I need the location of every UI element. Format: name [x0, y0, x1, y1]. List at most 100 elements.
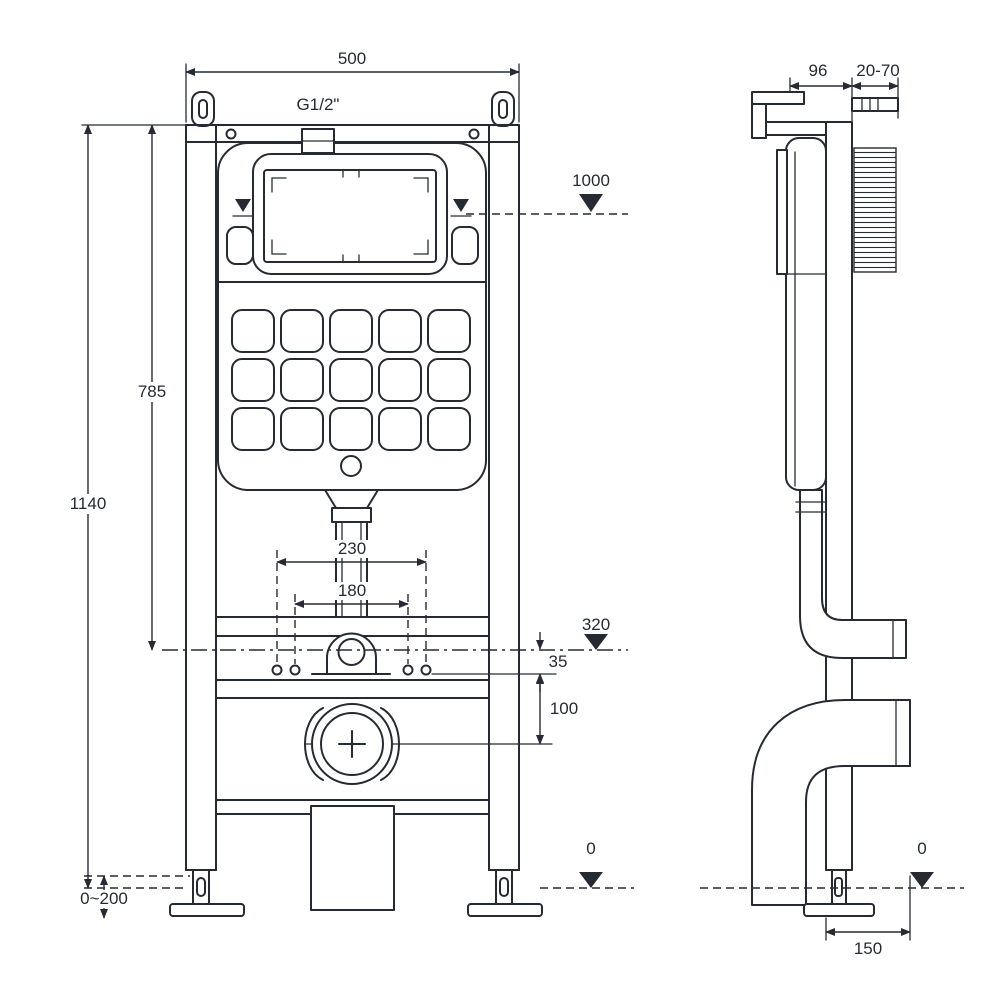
level-marker-icon	[579, 872, 603, 888]
dim-label-axis-gap: 35	[549, 652, 568, 671]
window-corner-mark-tl	[271, 177, 287, 193]
tank-pad	[280, 309, 324, 353]
cistern-side-profile	[776, 137, 827, 491]
front-dimensions: 500 G1/2" 1000 1140 785 320	[65, 49, 634, 919]
tank-pad	[378, 358, 422, 402]
label-mask	[333, 540, 371, 558]
dim-label-fixing-inner: 180	[338, 581, 366, 600]
pan-outlet-bore	[320, 712, 384, 776]
wall-bracket	[851, 97, 899, 273]
foot-slot-left	[196, 877, 206, 897]
side-clip-right	[451, 226, 479, 265]
outlet-bend-fitting	[271, 632, 432, 676]
pan-outlet	[304, 703, 553, 785]
tank-pad	[329, 309, 373, 353]
foot-plate-side	[803, 903, 875, 917]
level-marker-icon	[910, 872, 934, 888]
foot-slot-side	[834, 877, 843, 897]
fixing-hole	[289, 664, 301, 676]
foot-side	[803, 869, 875, 917]
bracket-rod	[851, 97, 899, 112]
button-panel-side	[776, 149, 788, 275]
foot-plate-right	[467, 903, 543, 917]
dim-label-wall-distance: 20-70	[856, 61, 899, 80]
fixing-hole	[420, 664, 432, 676]
frame-rail-left	[185, 124, 217, 871]
level-marker-icon	[579, 194, 603, 212]
screw-head-left	[225, 128, 237, 140]
dim-label-inlet-thread: G1/2"	[297, 95, 340, 114]
dim-label-floor-side: 0	[917, 839, 926, 858]
tank-side-outline	[785, 137, 827, 491]
tank-pad	[378, 407, 422, 451]
cistern-tank	[217, 128, 487, 491]
label-mask	[333, 582, 371, 600]
access-window-opening	[263, 169, 437, 263]
access-window-frame	[252, 153, 448, 275]
fixing-hole	[271, 664, 283, 676]
tank-pad	[427, 407, 471, 451]
dim-label-fixing-outer: 230	[338, 539, 366, 558]
pan-outlet-clip-left	[304, 707, 324, 781]
soil-elbow-body	[751, 699, 911, 906]
crossbar-middle	[215, 679, 490, 699]
tank-drain-port	[340, 455, 362, 477]
tank-pad	[231, 309, 275, 353]
soil-pipe-elbow	[751, 699, 911, 906]
drain-box	[310, 805, 395, 911]
wall-section-hatch	[853, 147, 897, 273]
tank-pad	[329, 358, 373, 402]
tank-pad	[231, 407, 275, 451]
flush-pipe-funnel	[324, 489, 379, 509]
dim-label-feet-adjust: 0~200	[80, 889, 128, 908]
front-view: 500 G1/2" 1000 1140 785 320	[65, 49, 634, 919]
outlet-bend-socket	[337, 638, 366, 666]
tank-pad	[280, 407, 324, 451]
adjustable-feet	[169, 869, 543, 917]
dim-label-frame-depth: 150	[854, 939, 882, 958]
dim-label-button-depth: 96	[809, 61, 828, 80]
foot-slot-right	[499, 877, 509, 897]
dim-label-frame-height: 1140	[70, 494, 107, 513]
tank-pad	[329, 407, 373, 451]
dim-label-button-height: 1000	[572, 171, 610, 190]
window-corner-mark-bl	[271, 239, 287, 255]
side-clip-left	[226, 226, 254, 265]
window-corner-mark-tr	[413, 177, 429, 193]
actuator-stem	[751, 103, 767, 139]
foot-plate-left	[169, 903, 245, 917]
foot-tube-left	[192, 869, 210, 907]
mounting-tab-right	[491, 91, 515, 127]
dim-label-pan-axis: 100	[550, 699, 578, 718]
actuator-plate	[751, 91, 805, 105]
label-mask	[133, 382, 171, 402]
label-mask	[75, 890, 133, 908]
window-corner-mark-br	[413, 239, 429, 255]
water-level-icon	[235, 199, 251, 212]
foot-tube-right	[495, 869, 513, 907]
tank-pad-grid	[231, 309, 471, 451]
side-view: 96 20-70 0 150	[700, 61, 964, 958]
flush-pipe-bend	[799, 489, 907, 659]
dim-label-outlet-axis: 320	[582, 615, 610, 634]
mounting-tab-right-slot	[498, 99, 508, 119]
fixing-hole	[402, 664, 414, 676]
dim-label-floor-front: 0	[586, 839, 595, 858]
flush-pipe-side	[795, 489, 907, 659]
frame-rail-right	[488, 124, 520, 871]
label-mask	[65, 494, 111, 514]
tank-pad	[427, 358, 471, 402]
mounting-tab-left	[191, 91, 215, 127]
tank-pad	[427, 309, 471, 353]
tank-pad	[280, 358, 324, 402]
tank-outline	[217, 142, 487, 491]
pan-outlet-clip-right	[380, 707, 400, 781]
actuator-rod	[765, 121, 827, 136]
dim-label-width: 500	[338, 49, 366, 68]
water-level-icon	[453, 199, 469, 212]
flush-actuator	[751, 91, 827, 139]
dim-label-tank-height: 785	[138, 382, 166, 401]
tank-pad	[231, 358, 275, 402]
level-marker-icon	[584, 634, 608, 650]
